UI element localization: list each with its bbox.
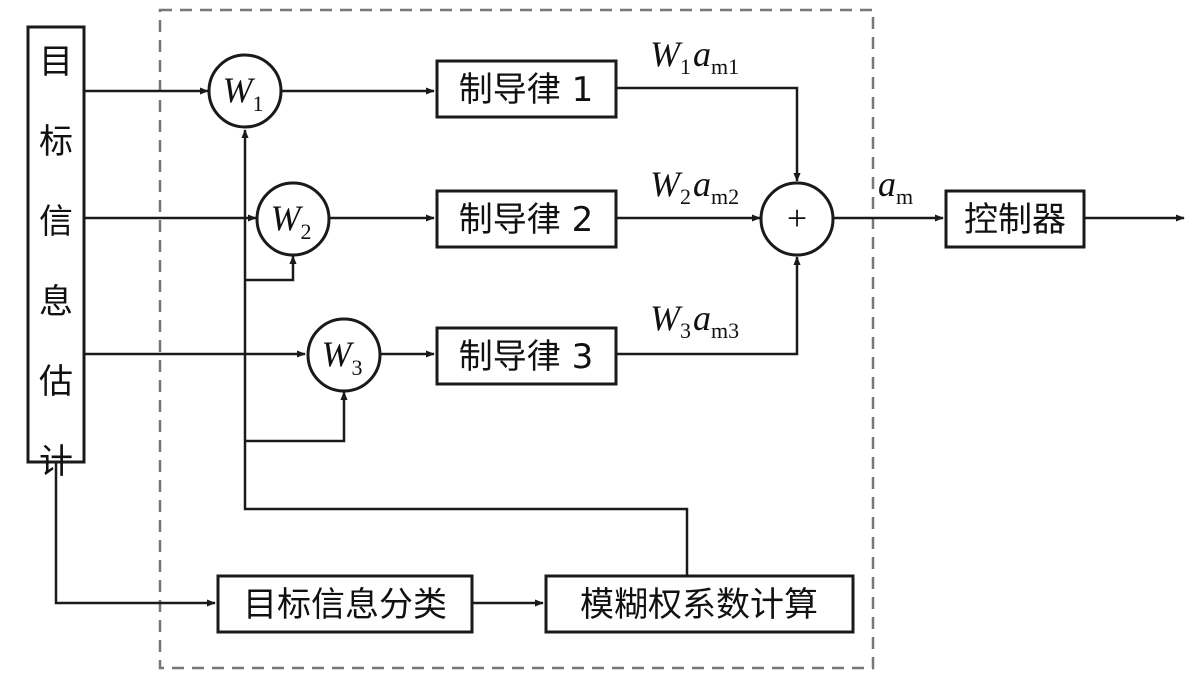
w3-subscript: 3 [352,355,363,380]
estimator-char: 信 [39,202,73,242]
guidance-law-1-label: 制导律 1 [459,70,593,110]
svg-text:W2: W2 [271,198,312,244]
target-info-estimator-block: 目标信息估计 [26,25,86,482]
signal-label-w3-am3: W3am3 [650,298,739,343]
w3-symbol: W [322,334,355,374]
connection-wires [54,86,1185,607]
wire-est-classify [54,462,216,607]
guidance-law-1-block: 制导律 1 [435,59,618,119]
estimator-char: 估 [39,362,73,402]
controller-block: 控制器 [944,189,1086,249]
wire-law3-sum [616,256,801,356]
w1-subscript: 1 [253,91,264,116]
summation-symbol: + [787,198,807,238]
target-info-classify-label: 目标信息分类 [243,585,447,625]
target-info-estimator-label: 目标信息估计 [39,42,73,482]
fusion-region-boundary [158,8,875,670]
wire-fuzzy-feedback [241,129,689,575]
guidance-law-3-label: 制导律 3 [459,337,593,377]
fuzzy-weight-calc-block: 模糊权系数计算 [544,574,855,634]
w1-symbol: W [223,70,256,110]
target-info-classify-block: 目标信息分类 [216,574,474,634]
wire-feedback-w3 [245,391,348,443]
fuzzy-weight-calc-label: 模糊权系数计算 [580,585,818,625]
estimator-char: 息 [39,282,73,322]
signal-label-w2-am2: W2am2 [650,164,739,209]
svg-text:W1: W1 [223,70,264,116]
weight-node-w3: W3 [306,317,382,393]
estimator-char: 标 [39,122,73,162]
w2-subscript: 2 [301,219,312,244]
svg-text:W3: W3 [322,334,363,380]
weight-node-w2: W2 [255,181,331,257]
guidance-law-2-block: 制导律 2 [435,189,618,249]
guidance-law-2-label: 制导律 2 [459,200,593,240]
signal-label-w1-am1: W1am1 [650,34,739,79]
controller-label: 控制器 [964,200,1066,240]
estimator-char: 计 [39,442,73,482]
summation-node: + [759,181,835,257]
estimator-char: 目 [39,42,73,82]
wire-law1-sum [616,86,801,182]
w2-symbol: W [271,198,304,238]
wire-feedback-w2 [245,255,297,282]
weight-node-w1: W1 [207,53,283,129]
signal-label-am-output: am [878,164,913,209]
guidance-law-3-block: 制导律 3 [435,326,618,386]
